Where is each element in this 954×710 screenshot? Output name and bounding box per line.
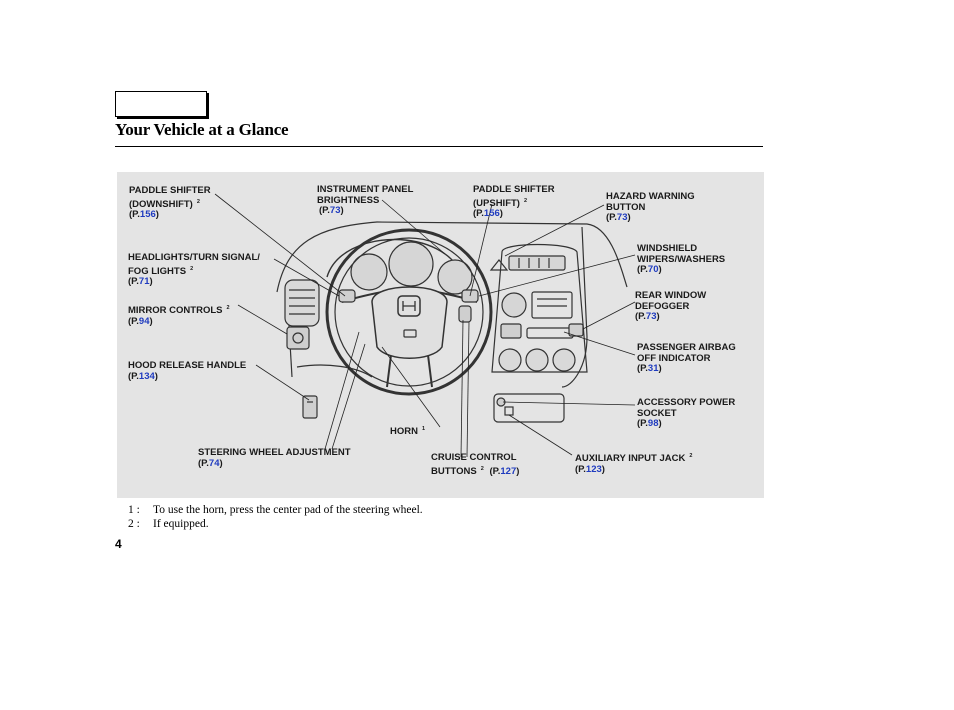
- title-rule: [115, 146, 763, 147]
- page-title: Your Vehicle at a Glance: [115, 120, 289, 139]
- footnote-2: 2 :If equipped.: [128, 518, 209, 530]
- label-hood-release-handle: HOOD RELEASE HANDLE (P.134): [128, 360, 247, 382]
- label-paddle-shifter-downshift: PADDLE SHIFTER(DOWNSHIFT)2 (P.156): [129, 185, 211, 221]
- label-steering-wheel-adjustment: STEERING WHEEL ADJUSTMENT (P.74): [198, 447, 351, 469]
- section-tab-box: [115, 91, 207, 117]
- label-paddle-shifter-upshift: PADDLE SHIFTER(UPSHIFT)2 (P.156): [473, 184, 555, 220]
- page-number: 4: [115, 537, 122, 551]
- footnote-1: 1 :To use the horn, press the center pad…: [128, 504, 423, 516]
- dashboard-figure: PADDLE SHIFTER(DOWNSHIFT)2 (P.156) INSTR…: [117, 172, 764, 498]
- dashboard-illustration: [214, 193, 636, 458]
